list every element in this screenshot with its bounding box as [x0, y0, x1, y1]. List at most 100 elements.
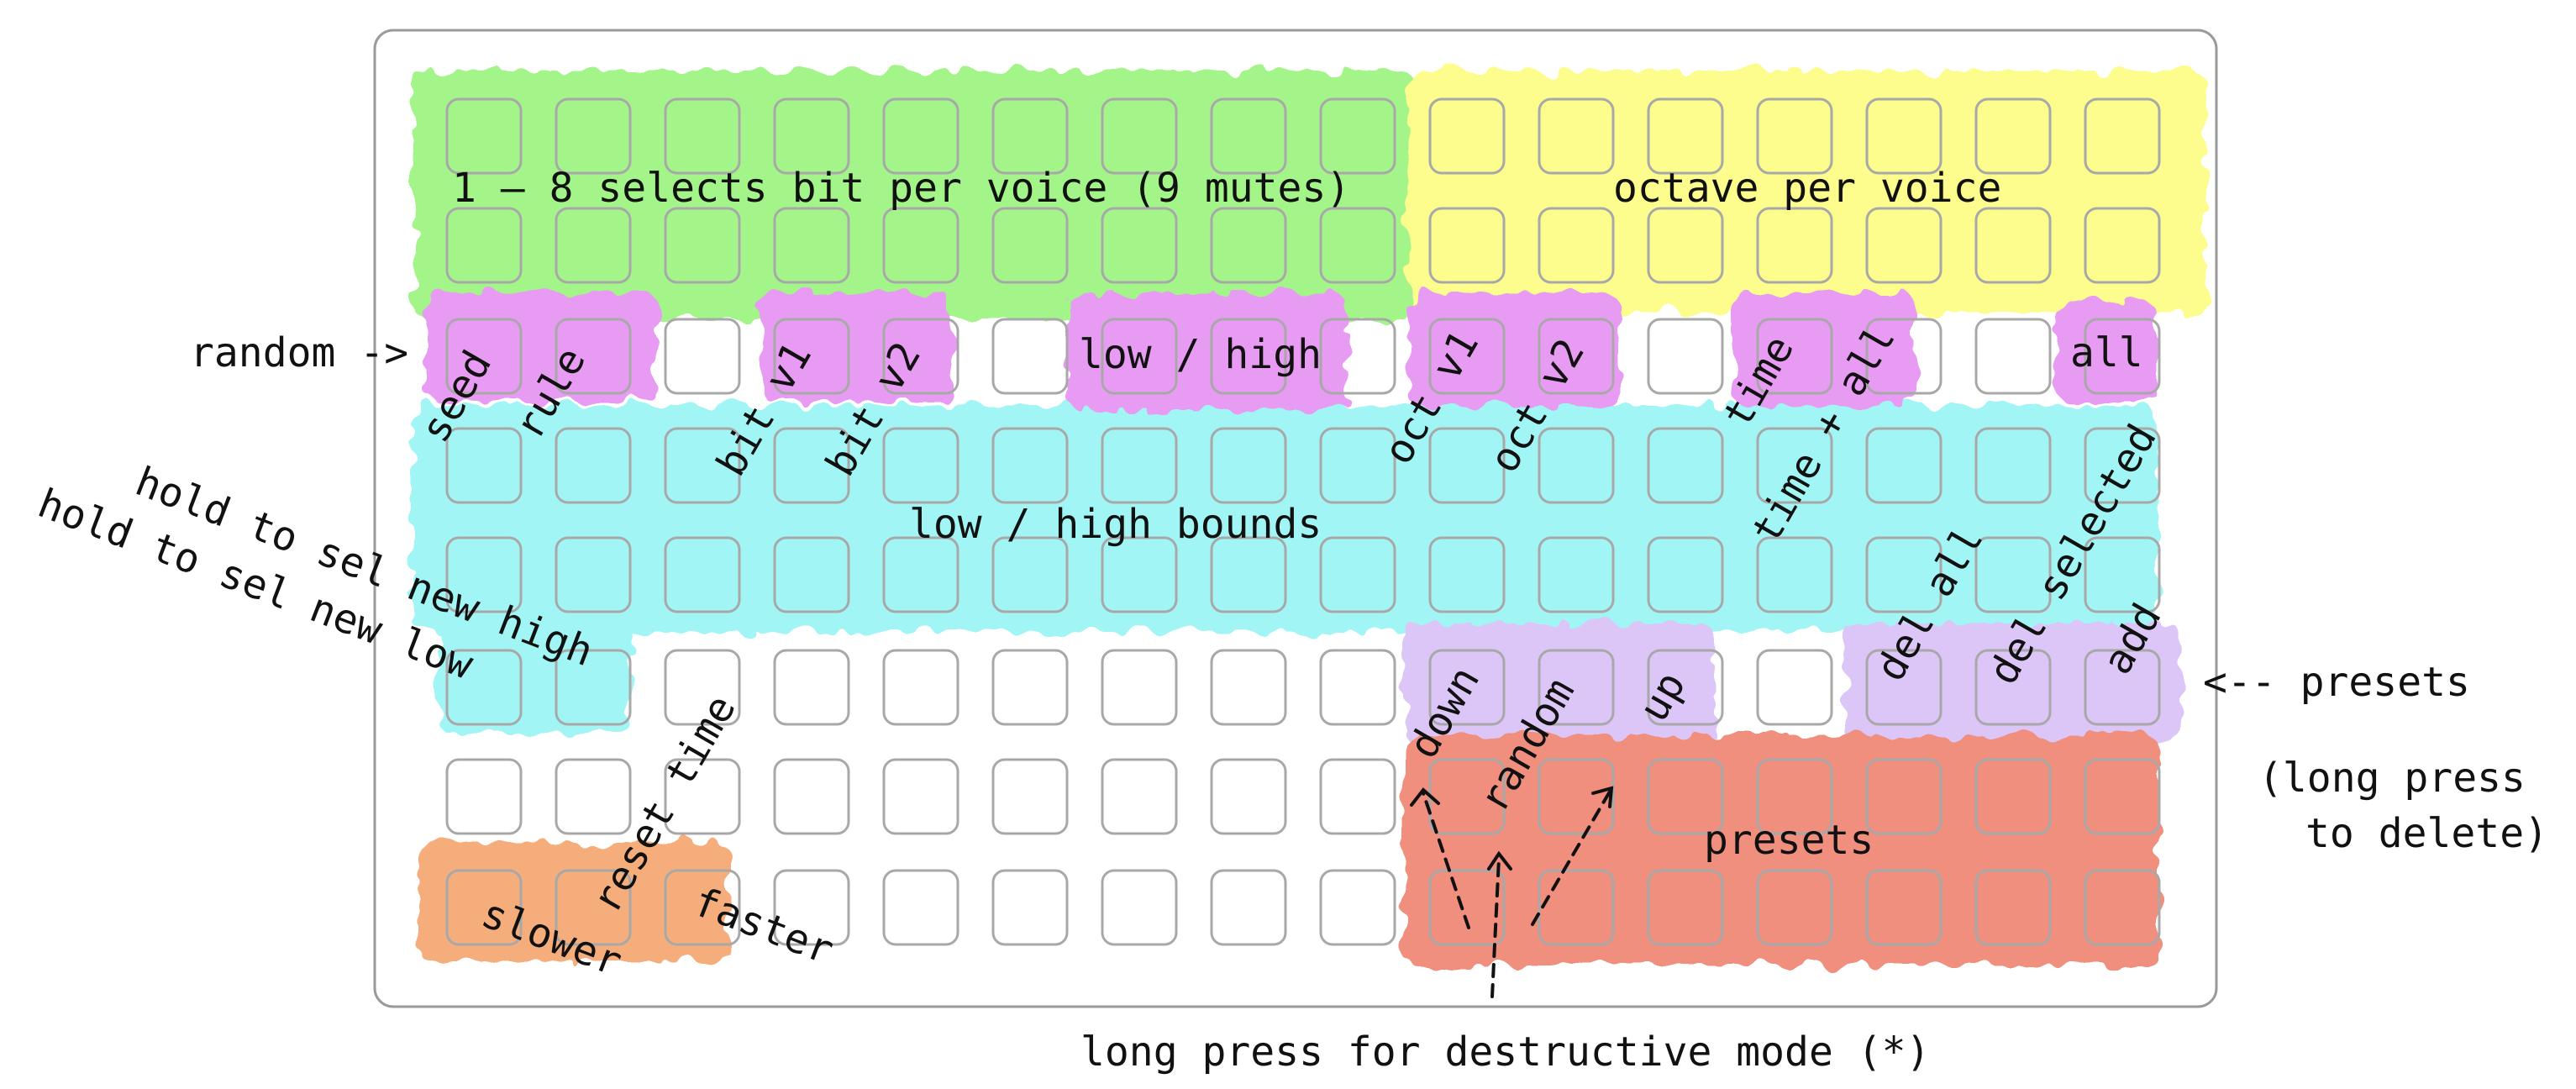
grid-key[interactable] [445, 318, 523, 395]
grid-key[interactable] [1974, 536, 2052, 613]
grid-key[interactable] [2084, 318, 2161, 395]
grid-key[interactable] [1538, 869, 1615, 946]
grid-key[interactable] [1210, 427, 1287, 504]
grid-key[interactable] [1210, 869, 1287, 946]
grid-key[interactable] [1647, 649, 1724, 726]
grid-key[interactable] [664, 207, 741, 284]
grid-key[interactable] [1865, 427, 1943, 504]
grid-key[interactable] [2084, 649, 2161, 726]
grid-key[interactable] [555, 758, 632, 835]
grid-key[interactable] [1538, 649, 1615, 726]
grid-key[interactable] [1319, 649, 1396, 726]
grid-key[interactable] [1538, 318, 1615, 395]
grid-key[interactable] [1865, 207, 1943, 284]
grid-key[interactable] [1101, 318, 1178, 395]
grid-key[interactable] [1210, 758, 1287, 835]
grid-key[interactable] [991, 318, 1069, 395]
grid-key[interactable] [1756, 869, 1833, 946]
grid-key[interactable] [1319, 758, 1396, 835]
grid-key[interactable] [1319, 97, 1396, 175]
grid-key[interactable] [1865, 649, 1943, 726]
grid-key[interactable] [991, 758, 1069, 835]
grid-key[interactable] [2084, 97, 2161, 175]
grid-key[interactable] [991, 427, 1069, 504]
grid-key[interactable] [1974, 869, 2052, 946]
grid-key[interactable] [1101, 207, 1178, 284]
grid-key[interactable] [1865, 97, 1943, 175]
grid-key[interactable] [1428, 427, 1506, 504]
grid-key[interactable] [1538, 427, 1615, 504]
grid-key[interactable] [1756, 536, 1833, 613]
grid-key[interactable] [882, 649, 959, 726]
grid-key[interactable] [882, 427, 959, 504]
grid-key[interactable] [1974, 758, 2052, 835]
grid-key[interactable] [1428, 649, 1506, 726]
grid-key[interactable] [1538, 536, 1615, 613]
grid-key[interactable] [1756, 318, 1833, 395]
grid-key[interactable] [1428, 318, 1506, 395]
grid-key[interactable] [991, 536, 1069, 613]
grid-key[interactable] [1319, 536, 1396, 613]
grid-key[interactable] [2084, 207, 2161, 284]
grid-key[interactable] [882, 207, 959, 284]
grid-key[interactable] [1538, 758, 1615, 835]
grid-key[interactable] [773, 207, 850, 284]
grid-key[interactable] [555, 649, 632, 726]
grid-key[interactable] [1101, 427, 1178, 504]
grid-key[interactable] [445, 97, 523, 175]
grid-key[interactable] [1647, 758, 1724, 835]
grid-key[interactable] [555, 869, 632, 946]
grid-key[interactable] [1319, 207, 1396, 284]
grid-key[interactable] [555, 427, 632, 504]
grid-key[interactable] [1647, 427, 1724, 504]
grid-key[interactable] [1428, 97, 1506, 175]
grid-key[interactable] [882, 97, 959, 175]
grid-key[interactable] [445, 207, 523, 284]
grid-key[interactable] [664, 649, 741, 726]
grid-key[interactable] [1319, 318, 1396, 395]
grid-key[interactable] [773, 649, 850, 726]
grid-key[interactable] [445, 869, 523, 946]
grid-key[interactable] [1210, 207, 1287, 284]
grid-key[interactable] [882, 758, 959, 835]
grid-key[interactable] [1101, 97, 1178, 175]
grid-key[interactable] [664, 318, 741, 395]
grid-key[interactable] [664, 869, 741, 946]
grid-key[interactable] [2084, 427, 2161, 504]
grid-key[interactable] [445, 536, 523, 613]
grid-key[interactable] [773, 758, 850, 835]
grid-key[interactable] [1974, 649, 2052, 726]
grid-key[interactable] [664, 536, 741, 613]
grid-key[interactable] [1974, 207, 2052, 284]
grid-key[interactable] [1865, 758, 1943, 835]
grid-key[interactable] [1647, 536, 1724, 613]
grid-key[interactable] [1319, 427, 1396, 504]
grid-key[interactable] [991, 649, 1069, 726]
grid-key[interactable] [1974, 318, 2052, 395]
grid-key[interactable] [1647, 869, 1724, 946]
grid-key[interactable] [664, 758, 741, 835]
grid-key[interactable] [1210, 536, 1287, 613]
grid-key[interactable] [1647, 207, 1724, 284]
grid-key[interactable] [1210, 318, 1287, 395]
grid-key[interactable] [1538, 97, 1615, 175]
grid-key[interactable] [1428, 207, 1506, 284]
grid-key[interactable] [555, 207, 632, 284]
grid-key[interactable] [1865, 869, 1943, 946]
grid-key[interactable] [1210, 97, 1287, 175]
grid-key[interactable] [773, 869, 850, 946]
grid-key[interactable] [991, 97, 1069, 175]
grid-key[interactable] [1319, 869, 1396, 946]
grid-key[interactable] [555, 536, 632, 613]
grid-key[interactable] [555, 97, 632, 175]
grid-key[interactable] [1756, 649, 1833, 726]
grid-key[interactable] [1101, 869, 1178, 946]
grid-key[interactable] [664, 427, 741, 504]
grid-key[interactable] [1210, 649, 1287, 726]
grid-key[interactable] [1756, 427, 1833, 504]
grid-key[interactable] [1428, 536, 1506, 613]
grid-key[interactable] [773, 536, 850, 613]
grid-key[interactable] [2084, 758, 2161, 835]
grid-key[interactable] [1647, 318, 1724, 395]
grid-key[interactable] [445, 427, 523, 504]
